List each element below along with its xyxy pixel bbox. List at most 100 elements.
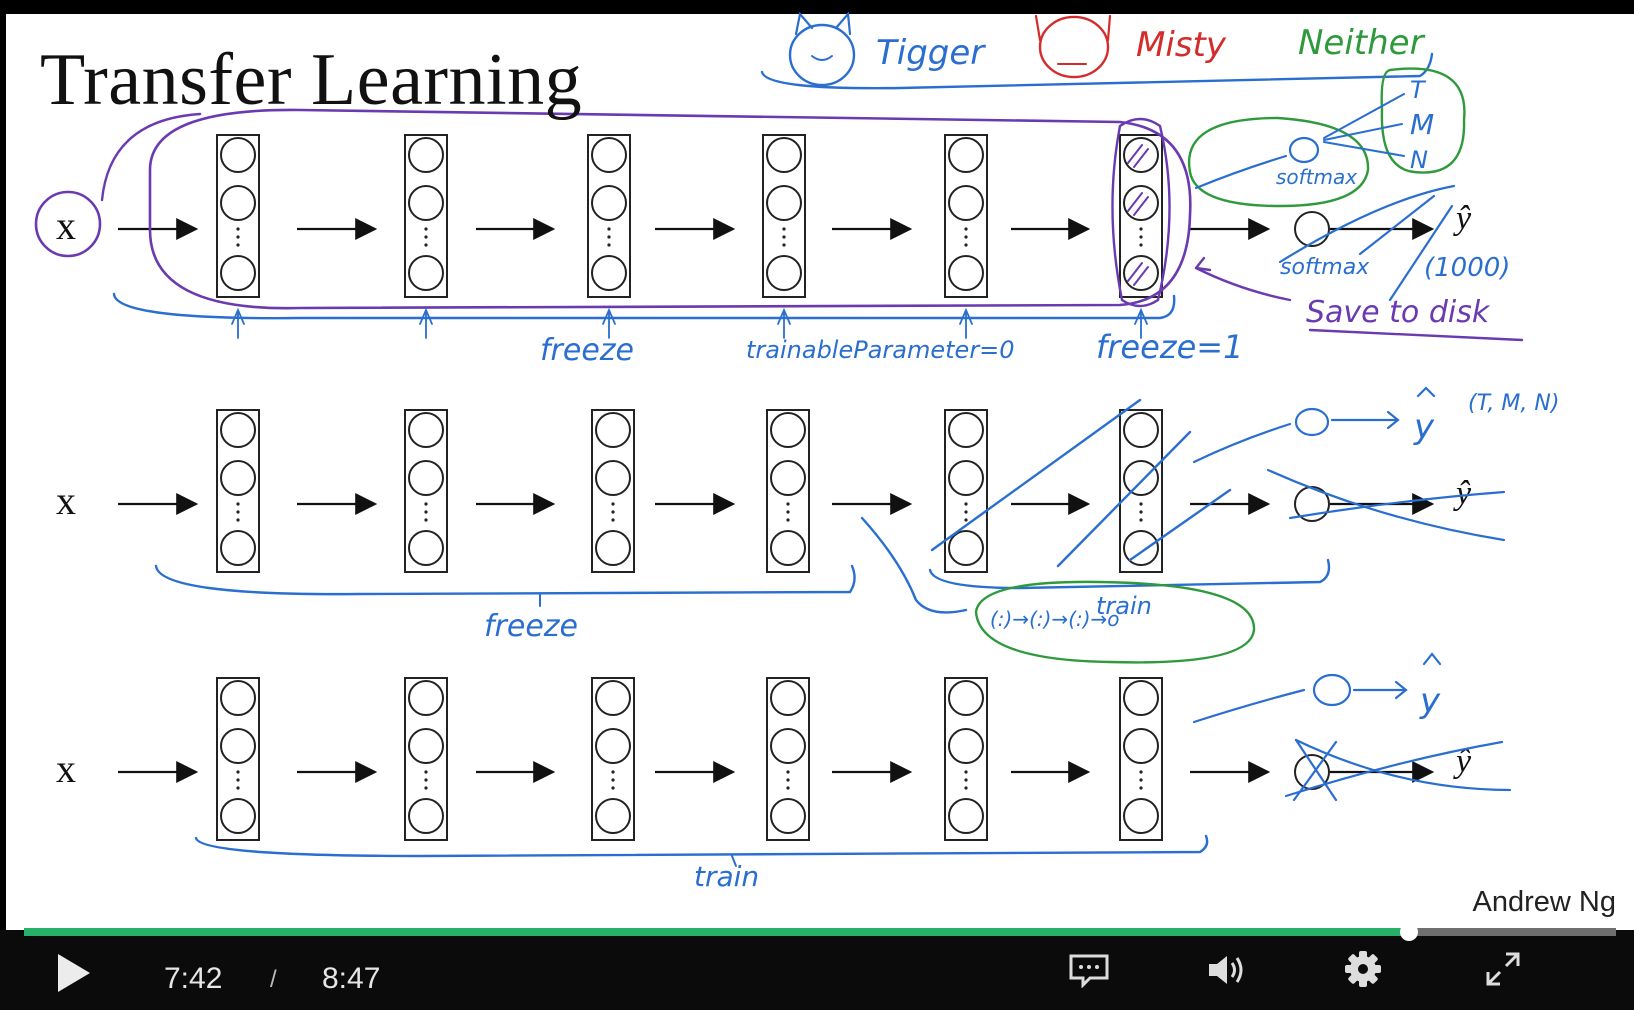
layer-up-arrow (1134, 307, 1148, 339)
row3-strike-2 (1284, 740, 1504, 798)
row2-strike-1 (930, 398, 1142, 552)
classes-loop (1380, 67, 1466, 174)
tigger-ears-icon (794, 11, 852, 36)
author-credit: Andrew Ng (1472, 886, 1616, 918)
ellipsis-dot (964, 518, 968, 522)
class-fan-arrows (1323, 93, 1405, 157)
ellipsis-dot (611, 778, 615, 782)
neuron (770, 460, 806, 496)
ellipsis-dot (236, 778, 240, 782)
row2-class-tuple: (T, M, N) (1468, 391, 1559, 416)
layer-box (404, 409, 448, 573)
ellipsis-dot (964, 243, 968, 247)
neuron (1123, 680, 1159, 716)
neuron (770, 728, 806, 764)
neuron (1123, 137, 1159, 173)
ellipsis-dot (424, 227, 428, 231)
old-softmax-label: softmax (1280, 255, 1370, 280)
layer-box (944, 134, 988, 298)
save-arrow (1194, 266, 1292, 302)
ellipsis-dot (607, 227, 611, 231)
ellipsis-dot (424, 502, 428, 506)
row2-train-arrow (860, 516, 968, 614)
time-separator: / (270, 966, 277, 993)
input-circle-highlight (34, 190, 102, 258)
layer-box (1119, 409, 1163, 573)
settings-button[interactable] (1344, 950, 1382, 988)
activation-hatch (1127, 192, 1149, 216)
ellipsis-dot (236, 227, 240, 231)
legend-tigger: Tigger (876, 33, 986, 73)
neuron (408, 530, 444, 566)
neuron (770, 530, 806, 566)
neuron (408, 255, 444, 291)
neuron (595, 728, 631, 764)
neuron (408, 798, 444, 834)
hidden-layer (1119, 409, 1163, 573)
new-softmax-node (1288, 136, 1320, 164)
progress-scrubber[interactable] (1400, 923, 1419, 941)
input-loop-connector (100, 112, 202, 202)
ellipsis-dot (611, 502, 615, 506)
hidden-layer (944, 677, 988, 841)
neuron (408, 680, 444, 716)
layer-box (216, 409, 260, 573)
ellipsis-dot (1139, 243, 1143, 247)
row3-strike-1 (1294, 738, 1512, 792)
row2-train-sketch: (:)→(:)→(:)→o (990, 607, 1120, 631)
ellipsis-dot (964, 510, 968, 514)
layer-box (587, 134, 631, 298)
layer-up-arrow (777, 307, 791, 339)
ellipsis-dot (611, 510, 615, 514)
ellipsis-dot (782, 243, 786, 247)
row3-train-tick (731, 855, 737, 867)
neuron (408, 460, 444, 496)
strike-old-1 (1278, 184, 1456, 264)
row2-new-arrow (1192, 422, 1292, 464)
neuron (1123, 798, 1159, 834)
hidden-layer (591, 409, 635, 573)
layer-box (944, 409, 988, 573)
ellipsis-dot (236, 770, 240, 774)
layer-box (216, 134, 260, 298)
class-t: T (1410, 76, 1427, 104)
ellipsis-dot (964, 227, 968, 231)
layer-box (1119, 134, 1163, 298)
progress-bar[interactable] (24, 923, 1616, 941)
neuron (220, 680, 256, 716)
neuron (591, 137, 627, 173)
volume-button[interactable] (1206, 952, 1248, 988)
neuron (408, 412, 444, 448)
strike-old-2 (1358, 194, 1436, 256)
ellipsis-dot (424, 770, 428, 774)
hidden-layer (591, 677, 635, 841)
neuron (595, 530, 631, 566)
neuron (948, 530, 984, 566)
captions-button[interactable] (1068, 952, 1110, 989)
neuron (1123, 255, 1159, 291)
layer-up-arrow (419, 307, 433, 339)
misty-face-icon (1038, 15, 1110, 79)
ellipsis-dot (786, 786, 790, 790)
fullscreen-button[interactable] (1484, 950, 1522, 988)
neuron (591, 255, 627, 291)
ellipsis-dot (236, 518, 240, 522)
neuron (595, 798, 631, 834)
row3-new-hat (1422, 652, 1442, 666)
neuron (1123, 728, 1159, 764)
hidden-layer (216, 677, 260, 841)
neuron (408, 185, 444, 221)
row2-freeze-brace (154, 564, 856, 596)
play-icon (58, 954, 90, 992)
input-x-label: x (56, 203, 76, 248)
layer-box (1119, 677, 1163, 841)
ellipsis-dot (1139, 518, 1143, 522)
layer-up-arrow (231, 307, 245, 339)
input-x-label: x (56, 746, 76, 791)
fullscreen-icon (1486, 952, 1520, 986)
row1-brace (112, 292, 1176, 320)
play-button[interactable] (52, 950, 94, 996)
ellipsis-dot (1139, 235, 1143, 239)
row2-new-node (1294, 407, 1330, 437)
